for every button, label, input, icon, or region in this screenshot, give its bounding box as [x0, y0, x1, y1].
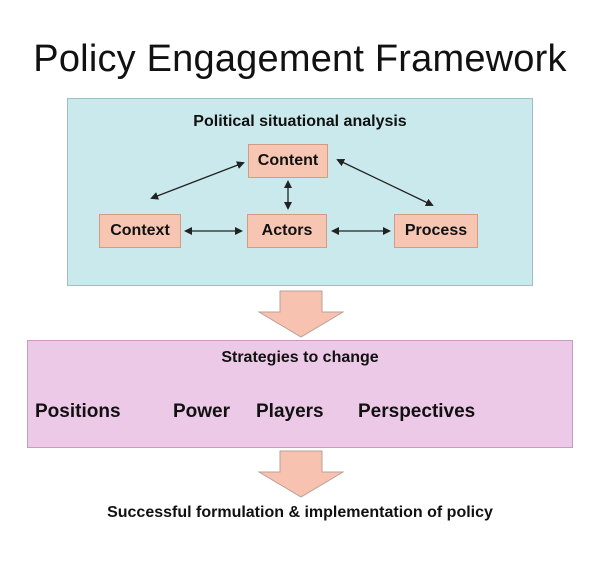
strategy-power: Power — [173, 401, 231, 422]
strategies-heading: Strategies to change — [221, 349, 379, 366]
strategy-players: Players — [256, 401, 324, 422]
flow-arrow-down-1 — [258, 290, 344, 338]
actors-node: Actors — [247, 214, 327, 248]
content-node: Content — [248, 144, 328, 178]
strategy-positions: Positions — [35, 401, 121, 422]
strategies-panel: Strategies to change Positions Power Pla… — [27, 340, 573, 448]
diagram-title: Policy Engagement Framework — [33, 38, 567, 80]
strategy-perspectives: Perspectives — [358, 401, 476, 422]
situational-analysis-panel: Political situational analysis — [67, 98, 533, 286]
outcome-text: Successful formulation & implementation … — [107, 504, 493, 521]
context-node: Context — [99, 214, 181, 248]
process-node: Process — [394, 214, 478, 248]
analysis-heading: Political situational analysis — [193, 113, 407, 130]
flow-arrow-down-2 — [258, 450, 344, 498]
